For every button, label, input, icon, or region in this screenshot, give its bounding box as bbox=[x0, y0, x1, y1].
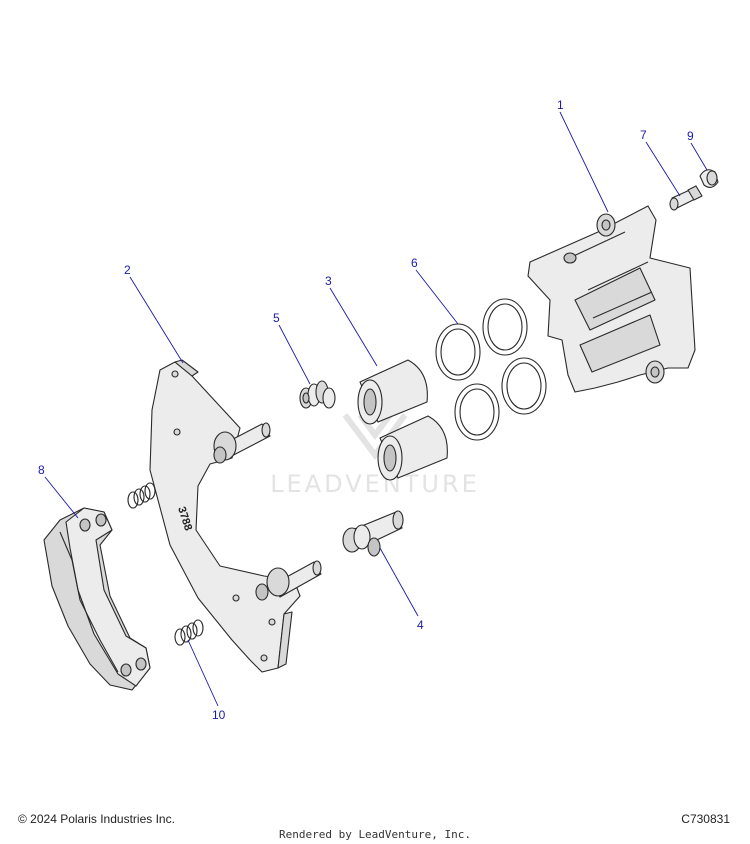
leader-line-9 bbox=[690, 142, 708, 171]
leader-line-5 bbox=[278, 324, 311, 385]
leader-line-7 bbox=[645, 141, 681, 197]
leader-line-6 bbox=[415, 269, 459, 325]
callout-2[interactable]: 2 bbox=[124, 263, 131, 277]
leader-line-10 bbox=[187, 639, 219, 707]
leader-line-1 bbox=[559, 111, 609, 213]
rendered-by-credit: Rendered by LeadVenture, Inc. bbox=[278, 828, 472, 841]
leader-line-3 bbox=[329, 287, 378, 367]
caliper-bracket: 3788 bbox=[149, 359, 322, 673]
callout-1[interactable]: 1 bbox=[557, 98, 564, 112]
callout-10[interactable]: 10 bbox=[212, 708, 226, 722]
callout-9[interactable]: 9 bbox=[687, 129, 694, 143]
leader-line-2 bbox=[129, 276, 184, 364]
figure-code: C730831 bbox=[681, 812, 730, 826]
watermark-text: LEADVENTURE bbox=[270, 470, 480, 498]
callout-7[interactable]: 7 bbox=[640, 128, 647, 142]
leader-lines bbox=[44, 111, 708, 707]
callouts: 1 2 3 4 5 6 7 8 9 10 bbox=[38, 98, 694, 722]
pad-spring-lower bbox=[174, 619, 204, 646]
callout-8[interactable]: 8 bbox=[38, 463, 45, 477]
caliper-body bbox=[527, 205, 696, 393]
leader-line-8 bbox=[44, 476, 79, 519]
seal-ring bbox=[435, 323, 481, 381]
pad-spring-upper bbox=[127, 482, 156, 509]
guide-pin bbox=[342, 510, 404, 557]
pistons bbox=[357, 359, 448, 481]
seal-ring bbox=[501, 357, 547, 415]
piston bbox=[377, 415, 448, 481]
bleeder-cap bbox=[699, 169, 719, 188]
callout-5[interactable]: 5 bbox=[273, 311, 280, 325]
seal-ring bbox=[482, 298, 528, 356]
watermark: LEADVENTURE bbox=[270, 413, 480, 498]
bleeder-screw bbox=[669, 185, 703, 211]
callout-6[interactable]: 6 bbox=[411, 256, 418, 270]
piston-seals bbox=[435, 298, 547, 441]
seal-ring bbox=[454, 383, 500, 441]
callout-3[interactable]: 3 bbox=[325, 274, 332, 288]
copyright-notice: © 2024 Polaris Industries Inc. bbox=[18, 812, 175, 826]
guide-pin-boot bbox=[299, 380, 336, 409]
callout-4[interactable]: 4 bbox=[417, 618, 424, 632]
leader-line-4 bbox=[379, 547, 419, 617]
piston bbox=[357, 359, 428, 425]
brake-pads bbox=[43, 507, 151, 691]
